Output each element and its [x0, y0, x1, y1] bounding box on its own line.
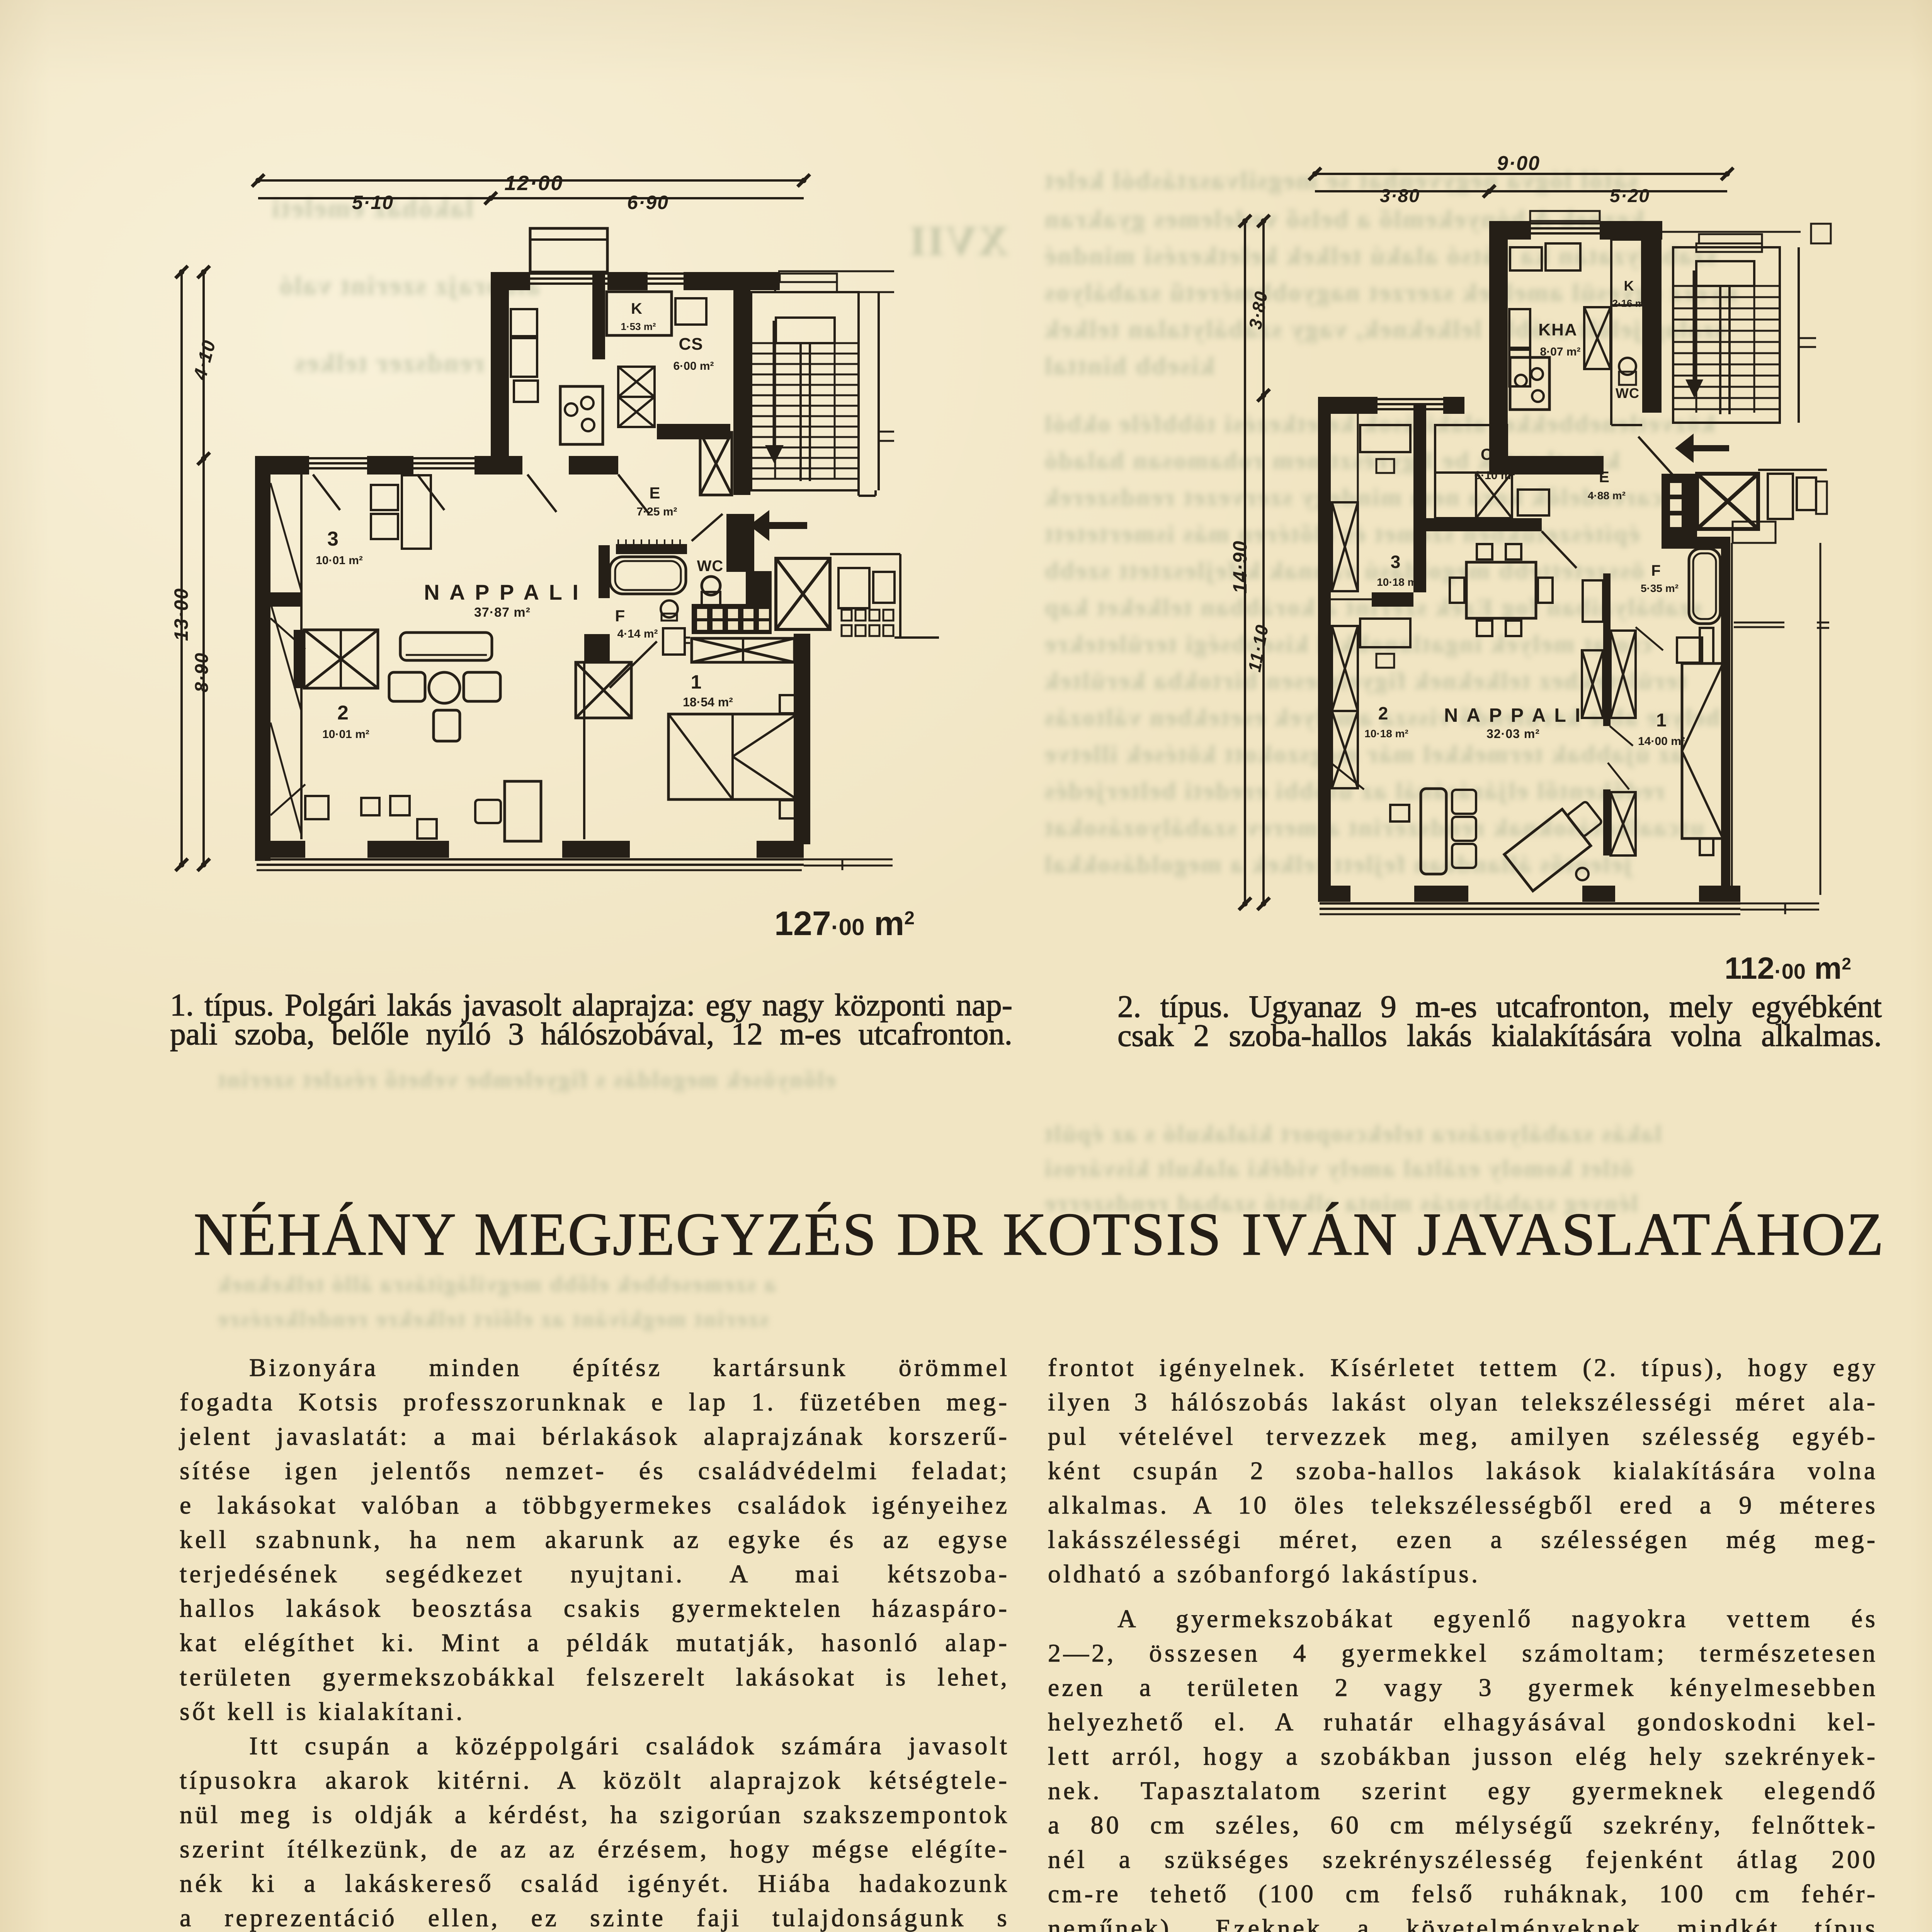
svg-text:3: 3 — [327, 528, 339, 550]
svg-text:4·88 m²: 4·88 m² — [1588, 490, 1626, 502]
svg-text:3: 3 — [1391, 552, 1401, 572]
svg-text:2: 2 — [1378, 703, 1389, 723]
svg-text:2: 2 — [337, 702, 349, 724]
svg-text:14·90: 14·90 — [1229, 540, 1251, 594]
svg-text:CS: CS — [1481, 445, 1504, 463]
svg-text:6·90: 6·90 — [627, 192, 669, 213]
svg-text:5·35 m²: 5·35 m² — [1641, 582, 1679, 594]
svg-text:4·14 m²: 4·14 m² — [617, 628, 658, 640]
svg-text:8·90: 8·90 — [192, 652, 212, 692]
svg-text:13·00: 13·00 — [170, 588, 192, 641]
svg-text:3·80: 3·80 — [1380, 186, 1420, 206]
svg-text:9·00: 9·00 — [1497, 152, 1540, 175]
svg-text:E: E — [649, 484, 660, 502]
svg-text:N A P P A L I: N A P P A L I — [424, 580, 581, 604]
svg-text:8·07 m²: 8·07 m² — [1540, 345, 1580, 358]
svg-text:11·10: 11·10 — [1244, 623, 1272, 673]
svg-text:K: K — [631, 300, 643, 317]
svg-text:6·00 m²: 6·00 m² — [673, 360, 714, 372]
svg-text:1: 1 — [691, 671, 702, 693]
svg-text:F: F — [615, 607, 626, 625]
svg-text:2·16 m²: 2·16 m² — [1612, 298, 1647, 309]
svg-text:K: K — [1624, 278, 1634, 294]
svg-text:12·00: 12·00 — [504, 172, 563, 195]
svg-text:5·20: 5·20 — [1610, 186, 1650, 206]
svg-text:N A P P A L I: N A P P A L I — [1444, 704, 1582, 726]
svg-text:5·10: 5·10 — [352, 192, 394, 213]
svg-text:WC: WC — [1616, 385, 1639, 401]
svg-text:3·80: 3·80 — [1245, 289, 1272, 331]
svg-text:E: E — [1599, 469, 1610, 486]
svg-text:KHA: KHA — [1538, 320, 1577, 339]
svg-text:127·00 m2: 127·00 m2 — [774, 904, 915, 942]
svg-text:112·00 m2: 112·00 m2 — [1725, 951, 1851, 985]
svg-text:10·18 m²: 10·18 m² — [1364, 728, 1408, 740]
svg-text:18·54 m²: 18·54 m² — [683, 695, 733, 709]
svg-text:WC: WC — [697, 558, 724, 575]
svg-text:14·00 m²: 14·00 m² — [1638, 735, 1685, 748]
svg-text:10·01 m²: 10·01 m² — [322, 728, 369, 741]
svg-text:1·53 m²: 1·53 m² — [621, 321, 656, 332]
svg-text:4·10: 4·10 — [190, 338, 220, 382]
svg-text:10·01 m²: 10·01 m² — [316, 554, 363, 567]
svg-text:CS: CS — [679, 335, 703, 354]
svg-text:1: 1 — [1656, 710, 1667, 731]
svg-text:32·03 m²: 32·03 m² — [1486, 727, 1540, 741]
svg-text:37·87 m²: 37·87 m² — [474, 605, 531, 620]
svg-text:10·18 m²: 10·18 m² — [1377, 576, 1421, 588]
svg-text:F: F — [1651, 562, 1661, 579]
